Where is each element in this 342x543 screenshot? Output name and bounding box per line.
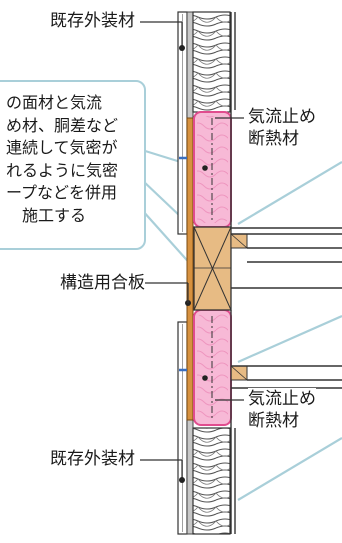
airflow-stop-insulation-bottom	[193, 309, 232, 426]
callout-line-5: ープなどを併用	[6, 183, 118, 202]
label-leader-lines	[140, 21, 244, 483]
right-leader-lines	[237, 161, 342, 501]
callout-line-3: 連続して気密が	[6, 138, 118, 157]
callout-line-2: め材、胴差など	[6, 115, 119, 135]
existing-cladding-label-bottom: 既存外装材	[50, 448, 135, 470]
timber-belt-beam	[193, 226, 232, 311]
airtight-tape-marks	[179, 156, 187, 372]
interior-board	[230, 12, 236, 534]
airflow-stop-label-bottom-line1: 気流止め	[248, 388, 316, 410]
airtight-note-callout: の面材と気流 め材、胴差など 連続して気密が れるように気密 ープなどを併用 施…	[0, 80, 146, 250]
callout-line-4: れるように気密	[6, 160, 119, 180]
airflow-stop-insulation-top	[193, 111, 232, 228]
airflow-stop-label-top-line1: 気流止め	[248, 106, 316, 128]
floor-lines	[231, 227, 342, 389]
existing-cladding-strip	[177, 11, 188, 535]
existing-cladding-label-top: 既存外装材	[50, 10, 135, 32]
airflow-stop-label-bottom-line2: 断熱材	[248, 410, 299, 432]
airflow-stop-label-top-line2: 断熱材	[248, 128, 299, 150]
structural-plywood-panel	[186, 117, 194, 421]
callout-line-6: 施工する	[22, 205, 87, 225]
structural-plywood-label: 構造用合板	[60, 272, 145, 294]
callout-line-1: の面材と気流	[6, 93, 103, 112]
